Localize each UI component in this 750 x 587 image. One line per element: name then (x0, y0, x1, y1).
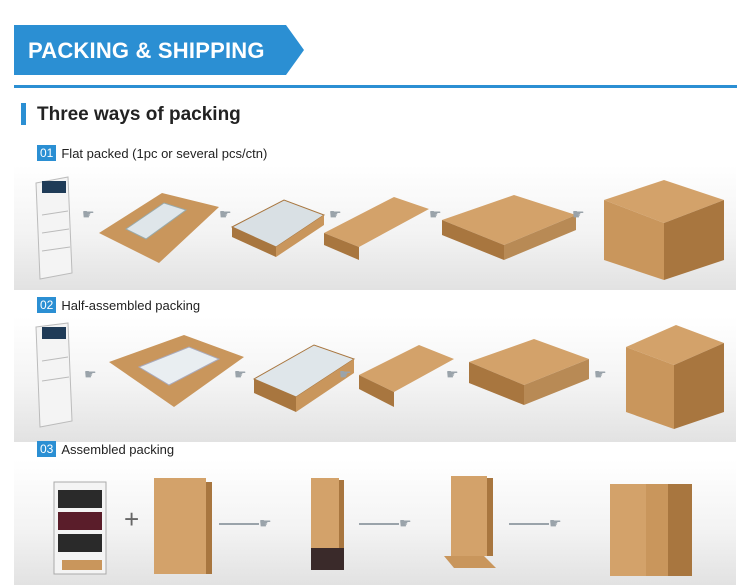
section-title: Three ways of packing (37, 104, 241, 125)
half-assembled-open-box (252, 344, 356, 412)
pointing-hand-icon: ☛ (429, 206, 442, 222)
pallet-boxes-small (469, 339, 589, 405)
flat-box-closed (324, 197, 429, 260)
open-box (230, 199, 326, 257)
pointing-hand-icon: ☛ (399, 515, 412, 531)
flat-cardboard-sheet (99, 193, 219, 263)
pointing-hand-icon: ☛ (594, 366, 607, 382)
row-3-text: Assembled packing (61, 441, 175, 457)
half-assembled-illustration: ☛ ☛ ☛ ☛ ☛ (35, 322, 724, 429)
half-assembled-closed-box (359, 345, 454, 407)
display-stand (35, 322, 73, 428)
row-1-number: 01 (37, 145, 57, 161)
row-3-label: 03 Assembled packing (37, 441, 174, 457)
half-assembled-tray (109, 335, 244, 407)
pointing-hand-icon: ☛ (234, 366, 247, 382)
row-1-label: 01 Flat packed (1pc or several pcs/ctn) (37, 145, 267, 161)
carton-over-stand (311, 478, 344, 570)
plus-icon: + (124, 504, 139, 534)
assembled-illustration: + ☛ ☛ ☛ (53, 476, 692, 576)
pointing-hand-icon: ☛ (446, 366, 459, 382)
row-3-number: 03 (37, 441, 57, 457)
pointing-hand-icon: ☛ (82, 206, 95, 222)
row-2-text: Half-assembled packing (61, 297, 201, 313)
closing-carton (444, 476, 496, 568)
row-1-text: Flat packed (1pc or several pcs/ctn) (61, 145, 268, 161)
arrow-line (509, 523, 549, 525)
row-2-number: 02 (37, 297, 57, 313)
display-stand (35, 176, 73, 280)
pallet-boxes-large (626, 325, 724, 429)
tall-carton (154, 478, 212, 574)
pallet-boxes-small (442, 195, 576, 260)
section-marker (21, 103, 26, 125)
pointing-hand-icon: ☛ (329, 206, 342, 222)
header-divider (14, 85, 737, 88)
header-banner (14, 25, 304, 75)
pointing-hand-icon: ☛ (572, 206, 585, 222)
pallet-cartons (610, 484, 692, 576)
pointing-hand-icon: ☛ (339, 366, 352, 382)
pointing-hand-icon: ☛ (219, 206, 232, 222)
page-title: PACKING & SHIPPING (28, 38, 265, 63)
pointing-hand-icon: ☛ (549, 515, 562, 531)
pointing-hand-icon: ☛ (84, 366, 97, 382)
pointing-hand-icon: ☛ (259, 515, 272, 531)
arrow-line (359, 523, 399, 525)
assembled-display-stand (53, 481, 107, 575)
arrow-line (219, 523, 259, 525)
pallet-boxes-large (604, 180, 724, 280)
flat-packed-illustration: ☛ ☛ ☛ ☛ ☛ (35, 176, 724, 280)
row-2-label: 02 Half-assembled packing (37, 297, 200, 313)
